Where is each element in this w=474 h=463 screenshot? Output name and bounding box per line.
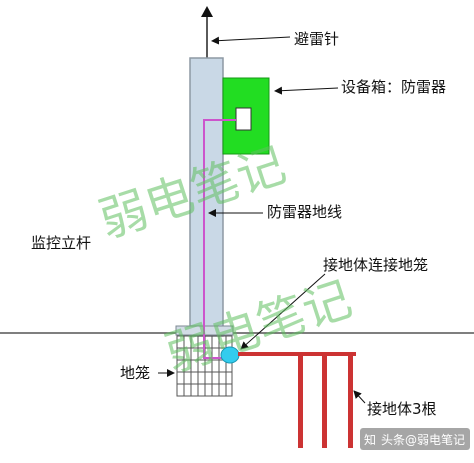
watermark-lower: 弱电笔记	[158, 271, 358, 384]
surge-protector-module	[235, 107, 252, 131]
label-connector: 接地体连接地笼	[323, 256, 428, 274]
arrow-ground-rods	[353, 390, 366, 404]
label-monitoring-pole: 监控立杆	[31, 234, 91, 252]
arrow-equipment-box	[274, 86, 339, 95]
credit-background	[360, 428, 470, 450]
credit-overlay: 知 头条@弱电笔记	[360, 428, 470, 450]
platform-icon: 知	[364, 433, 376, 447]
label-ground-rods: 接地体3根	[367, 400, 437, 418]
label-lightning-rod: 避雷针	[294, 30, 339, 48]
monitoring-pole	[189, 57, 224, 337]
arrow-lightning-rod	[211, 36, 291, 45]
ground-electrodes	[238, 352, 356, 448]
label-equipment-box: 设备箱：防雷器	[341, 78, 446, 96]
ground-wire	[203, 119, 236, 359]
label-ground-cage: 地笼	[120, 364, 150, 382]
label-ground-wire: 防雷器地线	[267, 203, 342, 221]
credit-text: 头条@弱电笔记	[381, 432, 465, 447]
lightning-rod-tip	[201, 6, 213, 17]
arrow-connector	[240, 273, 326, 350]
